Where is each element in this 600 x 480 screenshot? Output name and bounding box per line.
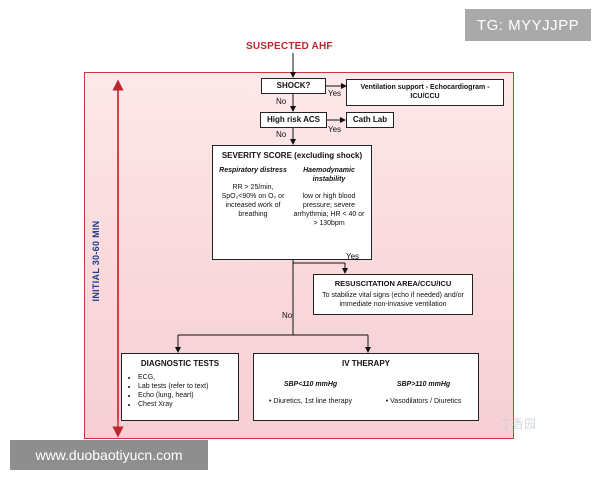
diagnostic-item: Echo (lung, heart)	[138, 391, 232, 400]
respiratory-column: Respiratory distress RR > 25/min, SpO₂<9…	[217, 166, 289, 228]
iv-high-item: • Vasodilators / Diuretics	[385, 398, 462, 405]
diagnostic-tests-box: DIAGNOSTIC TESTS ECG, Lab tests (refer t…	[121, 353, 239, 421]
iv-high-title: SBP>110 mmHg	[396, 381, 451, 388]
haemodynamic-title: Haemodynamic instability	[303, 167, 355, 183]
diagnostic-item: Chest Xray	[138, 400, 232, 409]
severity-title: SEVERITY SCORE (excluding shock)	[221, 151, 363, 160]
diagnostic-list: ECG, Lab tests (refer to text) Echo (lun…	[128, 373, 232, 409]
watermark-tag: TG: MYYJJPP	[465, 9, 591, 41]
resuscitation-box: RESUSCITATION AREA/CCU/ICU To stabilize …	[313, 274, 473, 315]
label-no-shock: No	[276, 97, 287, 106]
label-yes-resus: Yes	[346, 252, 360, 261]
diagnostic-title: DIAGNOSTIC TESTS	[140, 359, 220, 368]
label-no-treatment: No	[282, 311, 293, 320]
iv-low-title: SBP<110 mmHg	[283, 381, 338, 388]
watermark-logo: 丁香园	[500, 417, 537, 431]
label-yes-shock: Yes	[328, 89, 342, 98]
diagnostic-item: ECG,	[138, 373, 232, 382]
shock-box: SHOCK?	[261, 78, 326, 94]
iv-title: IV THERAPY	[341, 359, 390, 368]
cath-lab-box: Cath Lab	[346, 112, 394, 128]
iv-high-sbp: SBP>110 mmHg • Vasodilators / Diuretics	[367, 380, 480, 406]
resus-description: To stabilize vital signs (echo if needed…	[322, 292, 464, 308]
label-no-acs: No	[276, 130, 287, 139]
ventilation-support-box: Ventilation support - Echocardiogram - I…	[346, 79, 504, 106]
diagnostic-item: Lab tests (refer to text)	[138, 382, 232, 391]
high-risk-acs-box: High risk ACS	[260, 112, 327, 128]
label-yes-acs: Yes	[328, 125, 342, 134]
suspected-ahf-title: SUSPECTED AHF	[246, 41, 333, 52]
haemodynamic-criteria: low or high blood pressure; severe arrhy…	[293, 193, 365, 227]
haemodynamic-column: Haemodynamic instability low or high blo…	[291, 166, 367, 228]
respiratory-criteria: RR > 25/min, SpO₂<90% on O₂ or increased…	[221, 184, 285, 218]
watermark-url: www.duobaotiyucn.com	[10, 440, 208, 470]
respiratory-title: Respiratory distress	[219, 167, 287, 174]
severity-score-box: SEVERITY SCORE (excluding shock) Respira…	[212, 145, 372, 260]
iv-low-sbp: SBP<110 mmHg • Diuretics, 1st line thera…	[254, 380, 367, 406]
iv-low-item: • Diuretics, 1st line therapy	[269, 398, 352, 405]
iv-therapy-box: IV THERAPY SBP<110 mmHg • Diuretics, 1st…	[253, 353, 479, 421]
resus-title: RESUSCITATION AREA/CCU/ICU	[334, 279, 452, 288]
